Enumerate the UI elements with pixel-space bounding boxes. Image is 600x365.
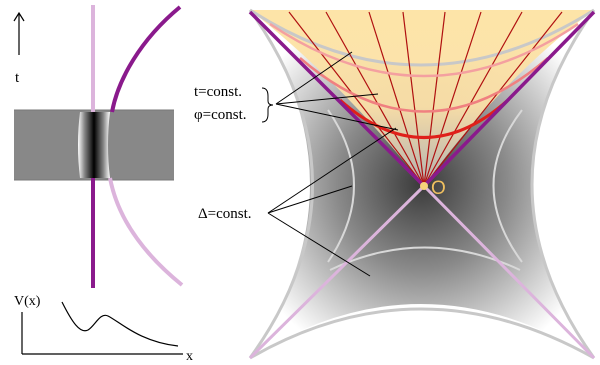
- delta-curve-left: [327, 109, 355, 263]
- phi-ray: [423, 11, 523, 187]
- boundary-bottom: [249, 307, 595, 360]
- pointer-delta-3: [267, 212, 371, 277]
- boundary-right: [530, 9, 596, 359]
- annotations: t=const. φ=const. Δ=const.: [194, 51, 399, 277]
- pointer-t2: [275, 103, 399, 131]
- phi-ray: [368, 11, 425, 187]
- phi-const-label: φ=const.: [194, 107, 247, 123]
- delta-curve-right: [492, 109, 523, 263]
- past-cone-right: [422, 184, 596, 360]
- future-wedge: [250, 10, 594, 186]
- phi-ray: [423, 11, 446, 187]
- t-const-label: t=const.: [194, 84, 242, 100]
- delta-const-label: Δ=const.: [198, 206, 252, 222]
- phi-ray: [402, 11, 425, 187]
- time-arrowhead-icon: [13, 11, 25, 22]
- origin-dot: [420, 182, 428, 190]
- phi-const-rays: [288, 11, 563, 187]
- phi-ray: [288, 11, 425, 187]
- phi-ray: [423, 11, 563, 187]
- pointer-phi: [275, 51, 353, 105]
- past-cone-left: [248, 184, 426, 360]
- t-const-curve-top: [269, 22, 579, 78]
- phi-ray: [423, 11, 482, 187]
- pointer-delta-1: [267, 185, 353, 214]
- future-cone-right: [422, 10, 596, 188]
- phi-ray: [325, 11, 425, 187]
- origin-label: O: [431, 178, 446, 199]
- potential-curve: [61, 301, 179, 347]
- time-axis-label: t: [15, 70, 20, 86]
- pointer-delta-2: [267, 127, 397, 214]
- x-axis-label: x: [186, 349, 193, 364]
- t-const-curve-middle: [299, 57, 549, 113]
- potential-label: V(x): [14, 294, 41, 309]
- left-panel: t V(x) x: [13, 5, 193, 364]
- right-panel: O: [248, 8, 596, 360]
- pointer-t: [275, 93, 379, 105]
- t-const-curve-bottom: [339, 98, 509, 139]
- dark-purple-curve: [110, 5, 182, 113]
- boundary-left: [248, 9, 314, 359]
- light-purple-curve: [108, 177, 184, 287]
- label-brace: [261, 87, 274, 123]
- future-cone-left: [248, 10, 426, 188]
- soliton-core: [78, 112, 110, 178]
- boundary-top: [249, 8, 595, 67]
